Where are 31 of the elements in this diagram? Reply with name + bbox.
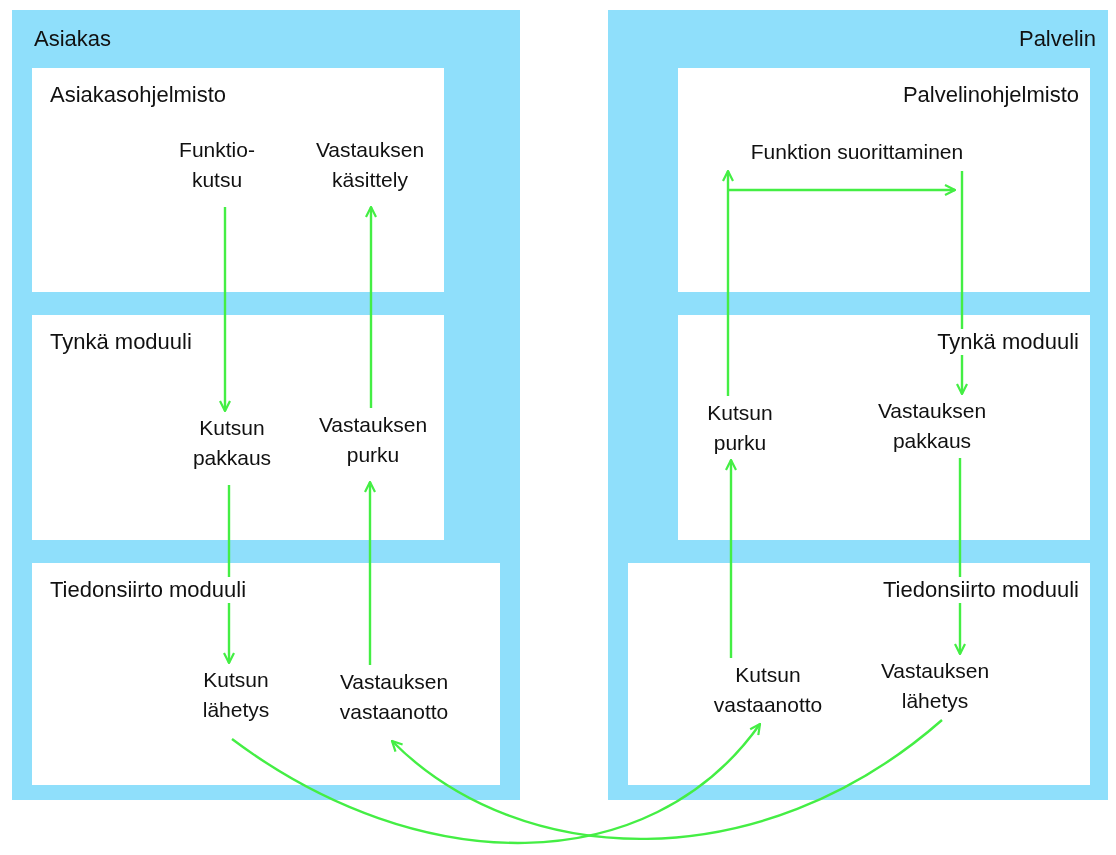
arrow <box>364 205 378 408</box>
process-step: Vastauksen pakkaus <box>857 396 1007 456</box>
process-step: Vastauksen purku <box>298 410 448 480</box>
process-step: Kutsun lähetys <box>181 665 291 735</box>
process-step: Funktion suorittaminen <box>717 137 997 169</box>
panel-title: Palvelin <box>1018 26 1096 52</box>
arrow <box>953 458 967 656</box>
module-box <box>32 563 500 785</box>
system-panel <box>12 10 520 800</box>
module-box <box>628 563 1090 785</box>
panel-title: Asiakas <box>34 26 112 52</box>
arrow <box>390 719 943 841</box>
arrow <box>721 169 735 396</box>
arrow <box>218 207 232 413</box>
process-step: Vastauksen vastaanotto <box>314 667 474 737</box>
module-box <box>678 315 1090 540</box>
arrow <box>231 722 762 845</box>
module-box <box>32 315 444 540</box>
process-step: Vastauksen käsittely <box>295 135 445 205</box>
arrow <box>363 480 377 665</box>
arrow <box>955 171 969 396</box>
process-step: Funktio- kutsu <box>167 135 267 205</box>
process-step: Vastauksen lähetys <box>860 656 1010 716</box>
system-panel <box>608 10 1108 800</box>
process-step: Kutsun vastaanotto <box>693 660 843 720</box>
arrow <box>724 458 738 658</box>
arrow <box>222 485 236 665</box>
module-box <box>32 68 444 292</box>
module-box <box>678 68 1090 292</box>
process-step: Kutsun purku <box>690 398 790 458</box>
process-step: Kutsun pakkaus <box>172 413 292 483</box>
